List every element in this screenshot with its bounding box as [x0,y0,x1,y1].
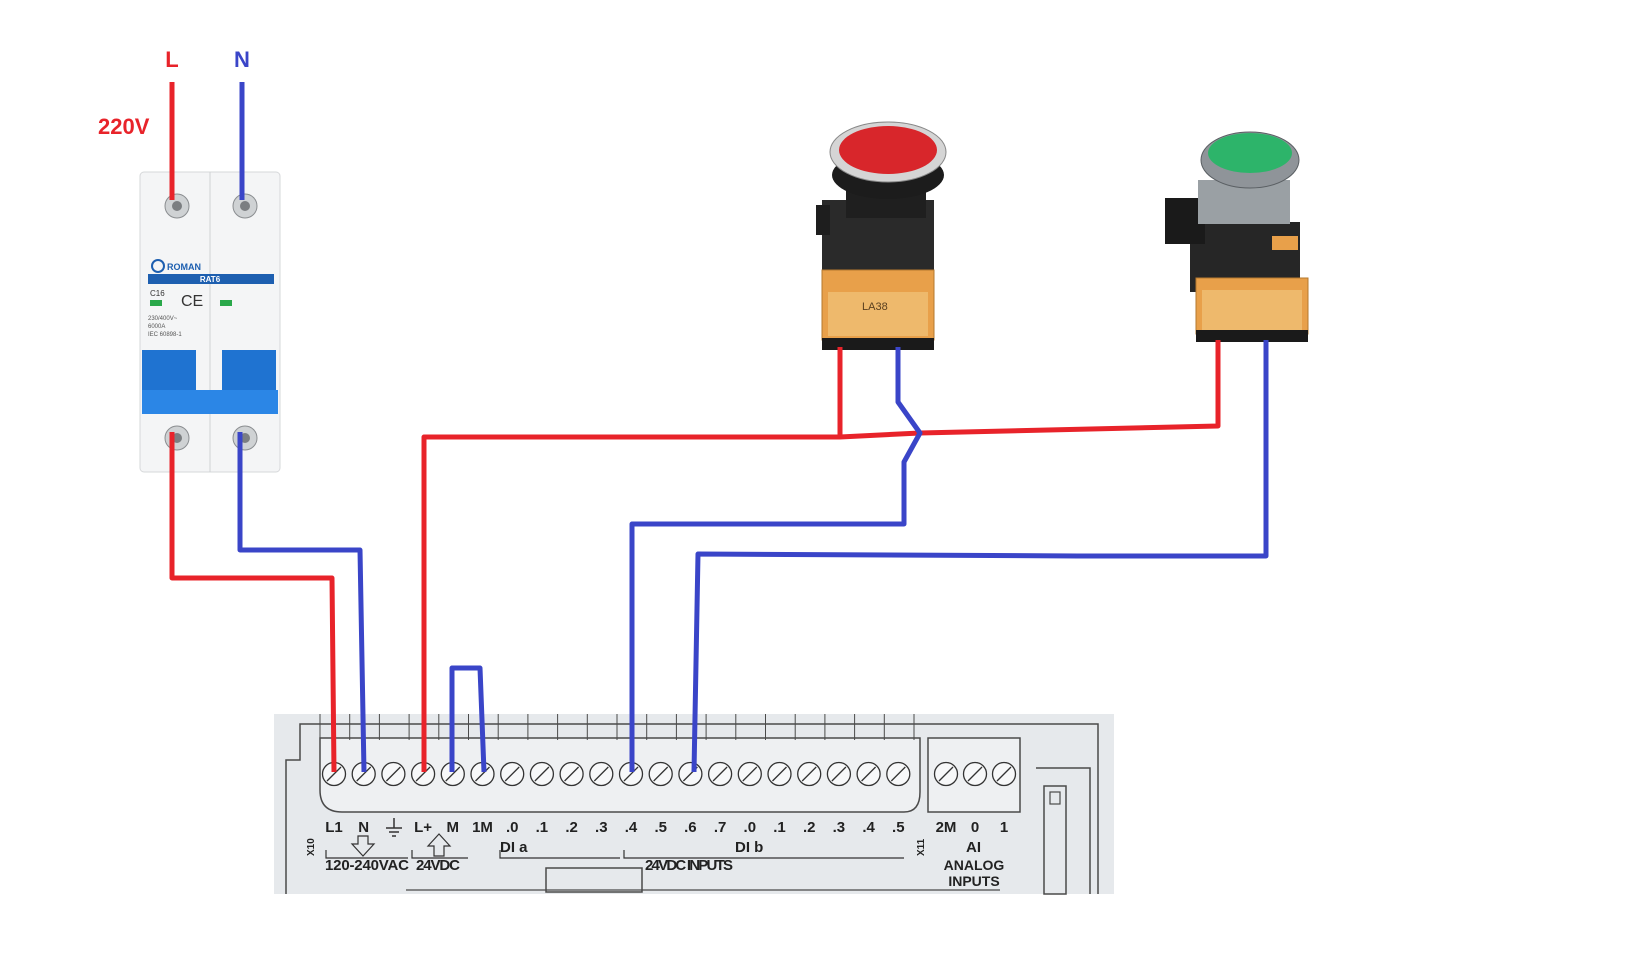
right-connector-id: X11 [916,838,927,856]
terminal-label-analog: 1 [1000,819,1008,836]
plc-terminal-screw[interactable] [529,761,555,787]
plc-terminal-screw[interactable] [678,761,703,787]
terminal-label-power: N [358,819,369,836]
terminal-label-dib: .3 [833,819,846,836]
terminal-label-power: L+ [414,819,432,836]
terminal-label-dia: .6 [684,819,697,836]
plc-terminal-screw[interactable] [737,761,762,787]
plc-terminal-screw[interactable] [321,761,347,787]
plc-analog-terminal-screw[interactable] [991,761,1017,787]
group-label-ai: AI [966,839,981,856]
group-label-dia: DI a [500,839,528,856]
wiring [169,82,1269,773]
breaker-rating: C16 [150,289,165,298]
breaker-spec-2: 6000A [148,324,165,330]
dc-output-arrow-icon [426,833,452,857]
voltage-label: 220V [98,114,150,139]
plc-terminal-screw[interactable] [767,761,792,787]
group-label-inputs: 24VDC INPUTS [645,857,733,874]
plc-analog-terminal-screw[interactable] [933,761,959,787]
wire-m-to-1m-jumper [449,665,487,773]
breaker-spec-3: IEC 60898-1 [148,332,182,338]
group-label-dib: DI b [735,839,763,856]
terminal-label-power: L1 [325,819,343,836]
circuit-breaker: ROMAN RAT6 C16 CE 230/400V~ 6000A IEC 60… [139,171,281,473]
plc-terminal-screw[interactable] [440,761,465,787]
plc-terminal-screw[interactable] [886,761,911,787]
breaker-brand: ROMAN [167,262,201,272]
plc-terminal-screw[interactable] [707,761,733,787]
start-push-button [1165,131,1309,342]
terminal-label-dia: .3 [595,819,608,836]
plc-terminal-screw[interactable] [500,761,525,787]
terminal-label-dia: .2 [565,819,578,836]
breaker-spec-1: 230/400V~ [148,316,178,322]
terminal-label-dia: .5 [654,819,667,836]
stop-push-button: LA38 [816,121,947,350]
ground-icon [386,818,402,837]
plc-terminal-screw[interactable] [618,761,644,787]
wire-stop-button-to-i04 [629,347,923,772]
plc-terminal-screw[interactable] [856,761,881,787]
breaker-status-indicator [150,300,162,306]
group-label-dc: 24VDC [416,857,460,874]
plc-terminal-screw[interactable] [797,761,822,787]
wire-start-button-to-i06 [691,340,1269,773]
left-connector-id: X10 [306,838,317,856]
stop-button-marking: LA38 [862,301,888,313]
plc-terminal-screw[interactable] [559,761,584,787]
ac-input-arrow-icon [350,835,376,857]
terminal-label-dia: .7 [714,819,727,836]
plc-terminal-screw[interactable] [381,761,406,787]
stop-button-cap[interactable] [839,126,937,174]
start-button-cap[interactable] [1208,133,1292,173]
terminal-label-power: 1M [472,819,493,836]
neutral-label: N [234,47,250,72]
terminal-label-dib: .2 [803,819,816,836]
wire-breaker-to-l1 [169,432,337,773]
plc-terminal-screw[interactable] [648,761,673,787]
group-label-ac: 120-240VAC [325,857,409,874]
wire-breaker-to-n [237,432,367,773]
plc-analog-terminal-screw[interactable] [962,761,988,787]
terminal-label-dib: .4 [862,819,875,836]
breaker-model: RAT6 [200,275,221,284]
terminal-label-dib: .0 [744,819,757,836]
terminal-label-analog: 0 [971,819,979,836]
wire-lplus-to-buttons [421,340,1221,772]
terminal-label-power: M [447,819,460,836]
terminal-label-analog: 2M [936,819,957,836]
terminal-label-dib: .5 [892,819,905,836]
terminal-label-dia: .1 [536,819,549,836]
ce-mark: CE [181,293,203,310]
terminal-label-dia: .4 [625,819,638,836]
terminal-label-dia: .0 [506,819,519,836]
plc-terminal-screw[interactable] [589,761,614,787]
line-label: L [165,47,178,72]
plc-terminal-screw[interactable] [826,761,852,787]
terminal-label-dib: .1 [773,819,786,836]
brand-logo-icon [151,259,165,273]
